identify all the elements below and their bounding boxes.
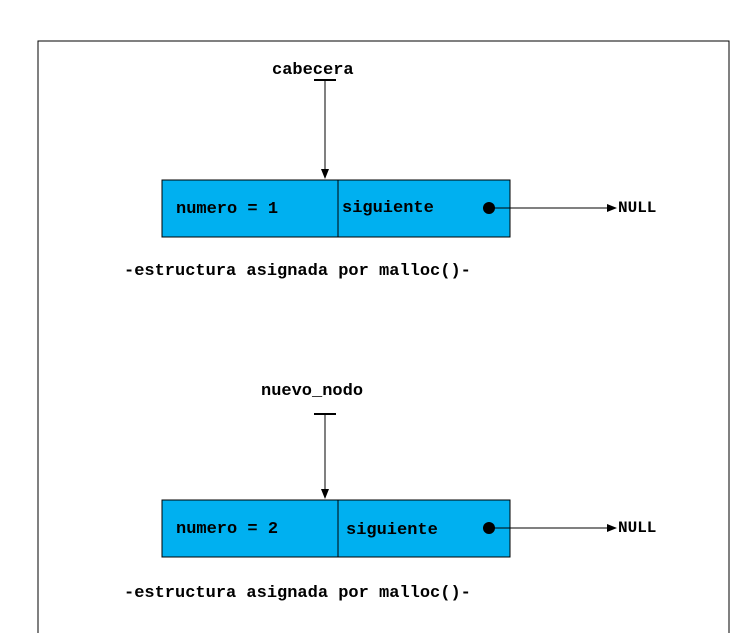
node-1-next-cell: [337, 179, 511, 238]
node-1-next-label: siguiente: [342, 199, 434, 218]
node-2-data-cell: [161, 499, 339, 558]
node-2-caption: -estructura asignada por malloc()-: [124, 584, 471, 603]
node-2-next-label: siguiente: [346, 521, 438, 540]
node-2-data-label: numero = 2: [176, 520, 279, 539]
node-1-data-label: numero = 1: [176, 200, 279, 219]
node-1-caption: -estructura asignada por malloc()-: [124, 262, 471, 281]
diagram-frame: [37, 40, 730, 633]
node-2-null-label: NULL: [618, 519, 657, 537]
node-1-data-cell: [161, 179, 339, 238]
cabecera-label: cabecera: [272, 61, 354, 80]
node-1-null-label: NULL: [618, 199, 657, 217]
node-2-next-cell: [337, 499, 511, 558]
nuevo-nodo-label: nuevo_nodo: [261, 382, 364, 401]
